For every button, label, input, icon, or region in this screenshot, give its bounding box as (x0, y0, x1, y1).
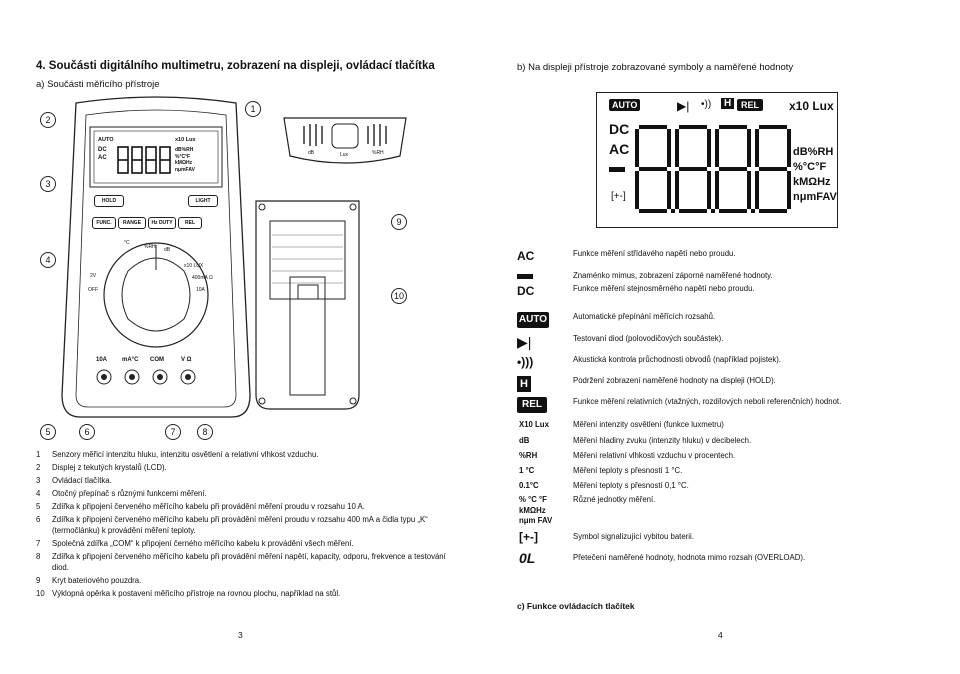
sensor-lux-label: Lux (340, 152, 349, 158)
lcd-auto: AUTO (98, 137, 114, 143)
hz-duty-button[interactable]: Hz DUTY (148, 217, 176, 229)
dial-label-ma: 400mA Ω (192, 275, 213, 281)
lcd-ac-symbol: AC (609, 141, 630, 157)
multimeter-back-figure (250, 195, 365, 415)
callout-6: 6 (79, 424, 95, 440)
lcd-unit-1: dB%RH (793, 146, 834, 158)
dial-label-off: OFF (88, 287, 98, 293)
symbol-row-minus: Znaménko mimus, zobrazení záporné naměře… (517, 271, 917, 287)
page-number-right: 4 (718, 630, 723, 640)
rel-icon: REL (737, 99, 763, 111)
callout-10: 10 (391, 288, 407, 304)
dial-label-c: °C (124, 240, 130, 246)
ac-icon: AC (517, 249, 535, 263)
dial-label-rh: %RH (144, 244, 156, 250)
func-button[interactable]: FUNC. (92, 217, 116, 229)
symbol-row-buzzer: •))) Akustická kontrola průchodnosti obv… (517, 355, 782, 369)
dial-label-db: dB (164, 247, 171, 253)
symbol-row-hold: H Podržení zobrazení naměřené hodnoty na… (517, 376, 917, 392)
symbol-row-diode: ▶| Testovaní diod (polovodičových součás… (517, 334, 724, 350)
dc-icon: DC (517, 284, 535, 298)
callout-7: 7 (165, 424, 181, 440)
light-button[interactable]: LIGHT (188, 195, 218, 207)
socket-label-10a: 10A (96, 357, 108, 363)
multimeter-front-figure: AUTO DC AC x10 Lux dB%RH %°C°F kMΩHz nμm… (36, 95, 276, 425)
lcd-ac: AC (98, 155, 107, 161)
rel-icon: REL (517, 397, 547, 413)
sensor-db-label: dB (308, 150, 315, 156)
dial-label-lux: x10 LUX (184, 263, 204, 269)
sensor-outline (283, 117, 407, 164)
buzzer-icon: •)) (701, 99, 712, 110)
page-number-left: 3 (238, 630, 243, 640)
lcd-x10lux: x10 Lux (175, 137, 196, 143)
socket-label-ma: mA°C (122, 357, 139, 363)
minus-icon (517, 271, 553, 287)
symbol-row-rel: REL Funkce měření relativních (vtažných,… (517, 397, 917, 413)
lcd-unit-4: nμmFAV (793, 191, 837, 203)
callout-9: 9 (391, 214, 407, 230)
lcd-x10lux-symbol: x10 Lux (789, 99, 834, 113)
callout-4: 4 (40, 252, 56, 268)
diode-icon: ▶| (677, 99, 690, 113)
rel-button[interactable]: REL (178, 217, 202, 229)
dial-label-v: 2V (90, 273, 97, 279)
hold-icon: H (517, 376, 531, 392)
overload-desc: Přetečení naměřené hodnoty, hodnota mimo… (573, 553, 806, 562)
sensor-rh-label: %RH (372, 150, 384, 156)
symbol-row-ac: AC Funkce měření střídavého napětí nebo … (517, 249, 736, 263)
lcd-dc-symbol: DC (609, 121, 630, 137)
buzzer-icon: •))) (517, 355, 534, 369)
seven-segment-digits (635, 125, 791, 213)
right-subheading: b) Na displeji přístroje zobrazované sym… (517, 62, 794, 73)
lcd-unit-2: %°C°F (793, 161, 827, 173)
callout-5: 5 (40, 424, 56, 440)
lcd-panel: AUTO ▶| •)) H REL x10 Lux DC AC [+-] dB%… (596, 92, 838, 228)
symbol-row-auto: AUTO Automatické přepínání měřících rozs… (517, 312, 917, 328)
range-button[interactable]: RANGE (118, 217, 146, 229)
section-heading: 4. Součásti digitálního multimetru, zobr… (36, 60, 435, 72)
lcd-unit-3: kMΩHz (793, 176, 831, 188)
callout-2: 2 (40, 112, 56, 128)
auto-icon: AUTO (517, 312, 549, 328)
callout-8: 8 (197, 424, 213, 440)
overload-icon: 0L (519, 550, 536, 566)
socket-label-v: V Ω (181, 357, 192, 363)
hold-icon: H (721, 98, 735, 109)
multimeter-outline (61, 96, 251, 418)
callout-1: 1 (245, 101, 261, 117)
callout-3: 3 (40, 176, 56, 192)
minus-icon (609, 167, 625, 172)
hold-button[interactable]: HOLD (94, 195, 124, 207)
back-outline (255, 200, 360, 410)
left-subheading: a) Součásti měřicího přístroje (36, 79, 160, 90)
battery-desc: Symbol signalizující vybitou baterii. (573, 532, 694, 541)
controls-subheading: c) Funkce ovládacích tlačítek (517, 601, 635, 611)
socket-label-com: COM (150, 357, 164, 363)
lcd-dc: DC (98, 147, 107, 153)
diode-icon: ▶| (517, 334, 532, 350)
lcd-auto-symbol: AUTO (609, 99, 641, 111)
dial-label-a: 10A (196, 287, 205, 293)
battery-icon: [+-] (519, 530, 538, 544)
battery-icon: [+-] (611, 191, 626, 202)
symbol-row-dc: DC Funkce měření stejnosměrného napětí n… (517, 284, 755, 298)
sensor-top-figure: dB Lux %RH (280, 110, 410, 175)
lcd-units: dB%RH %°C°F kMΩHz nμmFAV (175, 147, 195, 173)
